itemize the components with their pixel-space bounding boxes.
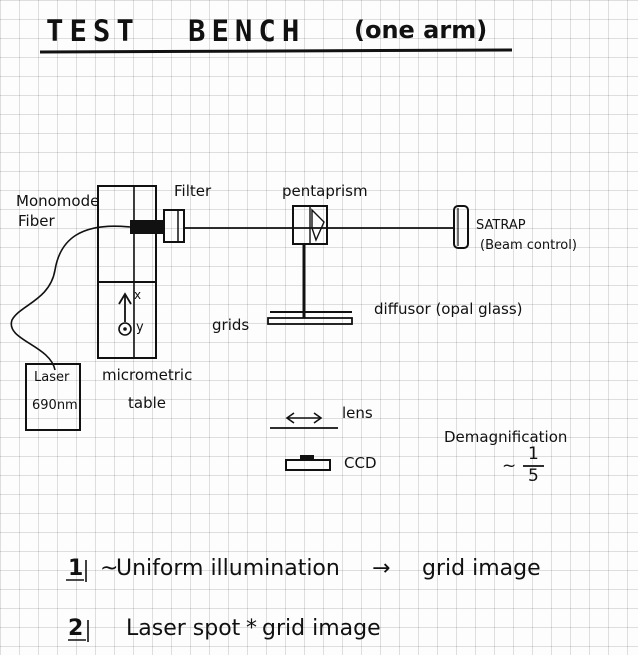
step-2-number: 2 [68, 616, 84, 641]
step-1-prefix: ~ [100, 556, 119, 581]
step-2-result: grid image [262, 616, 381, 641]
label-axis-y: y [136, 320, 144, 335]
grids-plate [267, 317, 353, 325]
step-2-joiner: * [246, 616, 257, 641]
label-pentaprism: pentaprism [282, 182, 368, 200]
label-lens: lens [342, 404, 373, 422]
ratio-numerator: 1 [528, 444, 539, 464]
step-2-text: Laser spot [126, 616, 241, 641]
label-beam-control: (Beam control) [480, 238, 577, 253]
fiber-holder [130, 220, 164, 234]
satrap-mirror [453, 205, 469, 249]
label-monomode: Monomode [16, 192, 100, 210]
title-underline [39, 48, 513, 54]
label-filter: Filter [174, 182, 212, 200]
ratio-denominator: 5 [528, 466, 539, 486]
laser-box [25, 363, 81, 431]
filter-element [163, 209, 185, 243]
label-grids: grids [212, 316, 250, 334]
monomode-fiber-cable [10, 225, 131, 371]
label-table: table [128, 394, 166, 412]
micrometric-table [97, 281, 157, 359]
label-demagnification: Demagnification [444, 428, 568, 446]
step-1-number: 1 [68, 556, 84, 581]
y-axis-symbol [118, 322, 132, 336]
page-title-test: TEST [46, 14, 140, 48]
page-title-bench: BENCH [188, 14, 306, 48]
label-ccd: CCD [344, 454, 377, 472]
step-1-arrow: → [372, 556, 391, 581]
label-axis-x: x [134, 288, 142, 302]
ratio-tilde: ~ [502, 456, 517, 476]
label-fiber: Fiber [18, 212, 55, 230]
step-1-result: grid image [422, 556, 541, 581]
label-satrap: SATRAP [476, 218, 526, 233]
page-subtitle: (one arm) [354, 16, 488, 44]
step-1-text: Uniform illumination [116, 556, 340, 581]
ccd-sensor [285, 459, 331, 471]
label-laser: Laser [34, 370, 70, 385]
label-laser-wavelength: 690nm [32, 398, 78, 413]
label-diffusor: diffusor (opal glass) [374, 300, 523, 318]
label-micrometric: micrometric [102, 366, 193, 384]
